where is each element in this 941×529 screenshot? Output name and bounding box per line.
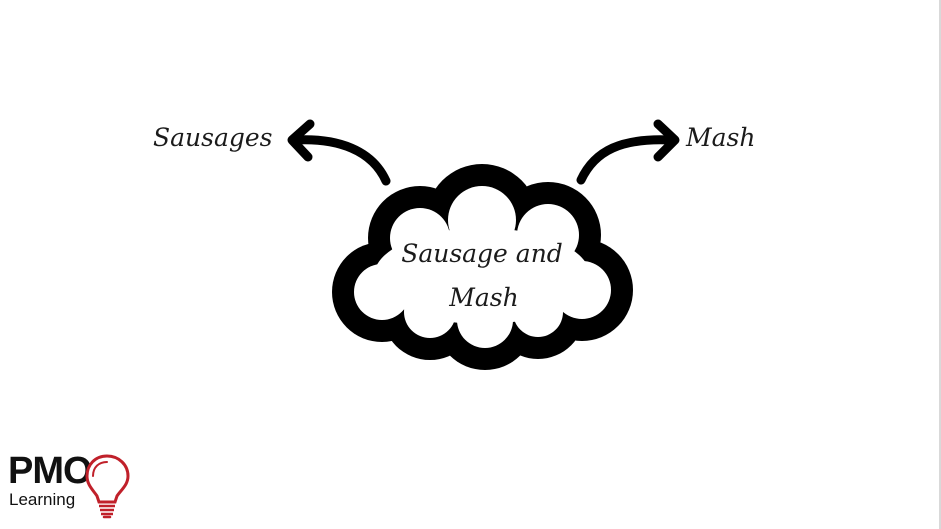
right-arrow bbox=[576, 119, 680, 185]
center-label-line1: Sausage and bbox=[401, 239, 563, 268]
lightbulb-icon bbox=[85, 454, 130, 519]
page-edge-rule bbox=[939, 0, 941, 529]
right-label: Mash bbox=[685, 123, 755, 152]
pmo-learning-logo: PMO Learning bbox=[8, 452, 130, 522]
logo-main-text: PMO bbox=[8, 450, 93, 492]
left-arrow bbox=[287, 119, 391, 186]
cloud-shape bbox=[332, 164, 633, 370]
logo-sub-text: Learning bbox=[9, 490, 76, 509]
center-label-line2: Mash bbox=[448, 283, 518, 312]
left-label: Sausages bbox=[153, 123, 273, 152]
